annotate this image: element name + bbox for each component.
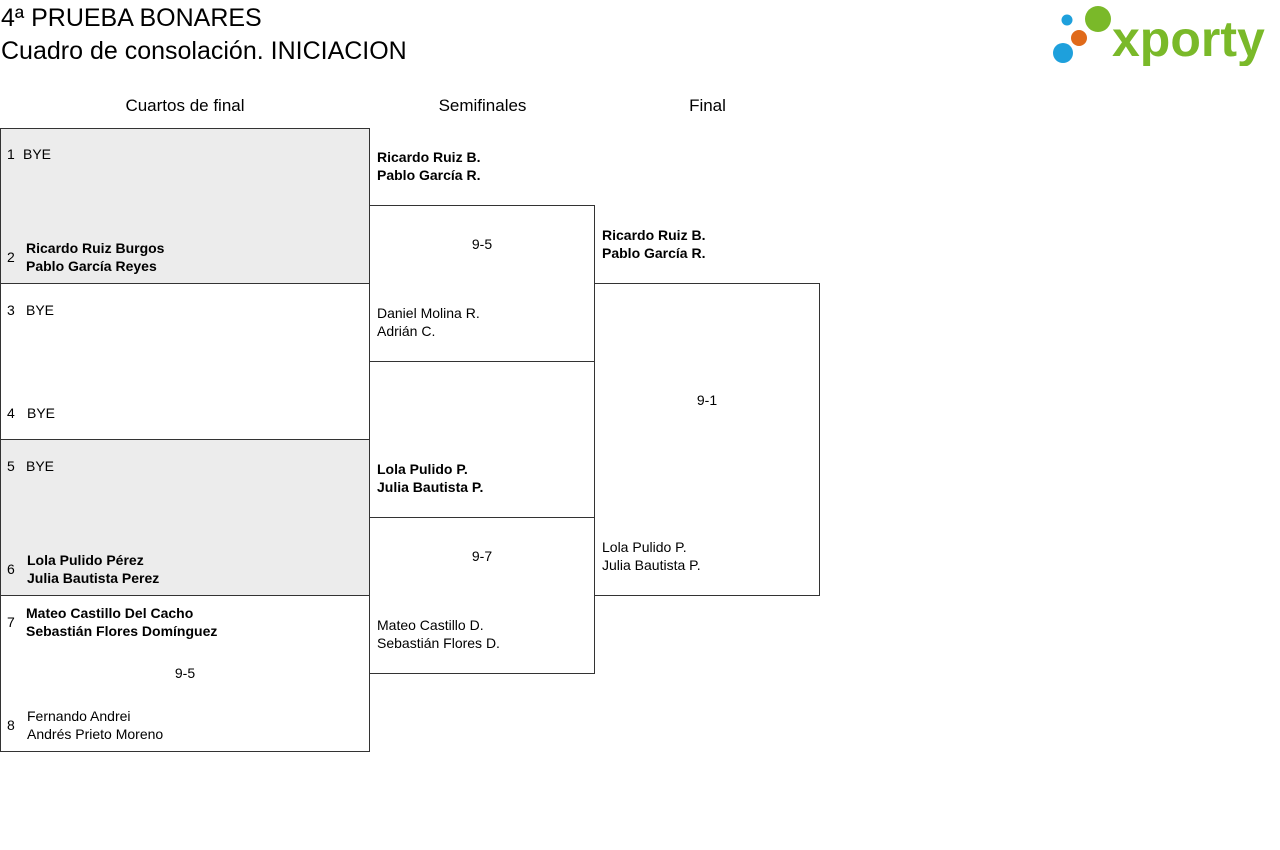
player-2: Julia Bautista Perez — [27, 570, 160, 586]
seed-number: 4 — [7, 405, 15, 421]
final-top-team: Ricardo Ruiz B. Pablo García R. — [602, 226, 705, 262]
seed-number: 1 — [7, 146, 15, 162]
player-1: Ricardo Ruiz Burgos — [26, 240, 165, 256]
seed-number: 2 — [7, 249, 15, 265]
seed-number: 6 — [7, 561, 15, 577]
round-header-final: Final — [689, 96, 726, 115]
logo-dot-blue-top — [1061, 14, 1073, 26]
player-1: Fernando Andrei — [27, 708, 131, 724]
seed-number: 5 — [7, 458, 15, 474]
team-names: Ricardo Ruiz Burgos Pablo García Reyes — [26, 239, 164, 275]
final-match — [594, 283, 820, 596]
player-1: Lola Pulido P. — [602, 539, 687, 555]
qf-match-4-score: 9-5 — [174, 665, 196, 681]
logo-wordmark: xporty — [1112, 11, 1265, 66]
player-2: Sebastián Flores D. — [377, 635, 500, 651]
player-2: Adrián C. — [377, 323, 436, 339]
round-header-semifinals: Semifinales — [438, 96, 527, 115]
page-subtitle: Cuadro de consolación. INICIACION — [1, 37, 407, 65]
player-1: Ricardo Ruiz B. — [602, 227, 706, 243]
final-bottom-team: Lola Pulido P. Julia Bautista P. — [602, 538, 701, 574]
seed-number: 8 — [7, 717, 15, 733]
player-2: Julia Bautista P. — [377, 479, 484, 495]
sf-match-2-score: 9-7 — [471, 548, 493, 564]
xporty-logo[interactable]: xporty — [1050, 4, 1276, 66]
team-names: Fernando Andrei Andrés Prieto Moreno — [27, 707, 163, 743]
player-1: Mateo Castillo Del Cacho — [26, 605, 194, 621]
sf-match-2-bottom-team: Mateo Castillo D. Sebastián Flores D. — [377, 616, 500, 652]
sf-match-1-score: 9-5 — [471, 236, 493, 252]
player-2: Sebastián Flores Domínguez — [26, 623, 218, 639]
team-names: Lola Pulido Pérez Julia Bautista Perez — [27, 551, 159, 587]
final-score: 9-1 — [696, 392, 718, 408]
player-1: Lola Pulido Pérez — [27, 552, 144, 568]
logo-dot-green — [1085, 6, 1111, 32]
seed-number: 7 — [7, 614, 15, 630]
player-2: Pablo García R. — [602, 245, 706, 261]
team-name: BYE — [23, 146, 52, 162]
sf-match-1-bottom-team: Daniel Molina R. Adrián C. — [377, 304, 480, 340]
player-2: Julia Bautista P. — [602, 557, 701, 573]
team-names: Mateo Castillo Del Cacho Sebastián Flore… — [26, 604, 217, 640]
sf-match-1-top-team: Ricardo Ruiz B. Pablo García R. — [377, 148, 480, 184]
team-name: BYE — [26, 458, 55, 474]
page-title: 4ª PRUEBA BONARES — [1, 4, 262, 32]
player-1: Mateo Castillo D. — [377, 617, 484, 633]
player-1: Lola Pulido P. — [377, 461, 468, 477]
qf-match-1 — [0, 128, 370, 284]
team-name: BYE — [26, 302, 55, 318]
player-1: Daniel Molina R. — [377, 305, 480, 321]
qf-match-3 — [0, 439, 370, 596]
player-2: Pablo García Reyes — [26, 258, 157, 274]
sf-match-2-top-team: Lola Pulido P. Julia Bautista P. — [377, 460, 483, 496]
logo-dot-orange — [1071, 30, 1087, 46]
player-2: Andrés Prieto Moreno — [27, 726, 164, 742]
logo-dot-blue-bottom — [1053, 43, 1073, 63]
qf-match-2 — [0, 283, 370, 440]
team-name: BYE — [27, 405, 56, 421]
seed-number: 3 — [7, 302, 15, 318]
player-1: Ricardo Ruiz B. — [377, 149, 481, 165]
round-header-quarterfinals: Cuartos de final — [125, 96, 245, 115]
player-2: Pablo García R. — [377, 167, 481, 183]
